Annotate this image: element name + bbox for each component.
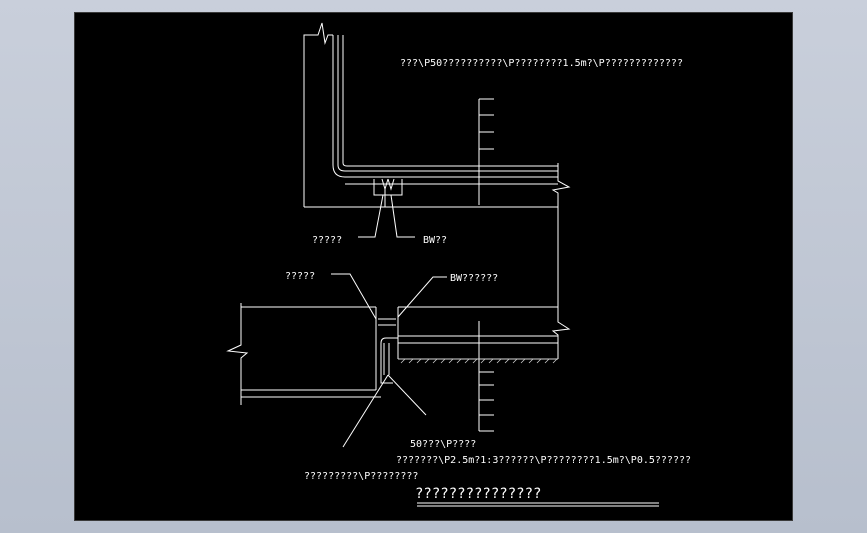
upper-wall-inner-line-2 [337,35,558,172]
lower-joint-pipe [380,337,398,384]
note-long-1-text: ???????\P2.5m?1:3??????\P????????1.5m?\P… [396,455,691,466]
label-left-upper: ????? [312,235,342,246]
lower-waterstop [378,318,396,326]
lower-slab-end-break [551,207,571,359]
cad-drawing-sheet[interactable]: ???\P50??????????\P????????1.5m?\P??????… [74,12,793,521]
label-left-lower: ????? [285,271,315,282]
top-note-text: ???\P50??????????\P????????1.5m?\P??????… [400,58,683,69]
lower-elevation-ticks [479,371,494,432]
leader-bw-lower [397,276,447,318]
leader-left-upper [358,194,384,238]
note-50-text: 50???\P???? [410,439,476,450]
note-long-2-text: ?????????\P???????? [304,471,418,482]
lower-slab-hatch [398,358,558,364]
title-underline [417,502,659,507]
leader-left-lower [331,273,377,320]
label-bw-lower: BW?????? [450,273,498,284]
upper-wall-left-line [303,22,333,207]
leader-bw-upper [390,194,415,238]
upper-slab-end-break [551,163,571,207]
upper-wall-inner-line-3 [342,35,558,167]
upper-waterstop [373,179,403,196]
upper-wall-inner-line-1 [332,35,558,178]
drawing-title: ??????????????? [415,486,541,502]
detail-drawing: ???\P50??????????\P????????1.5m?\P??????… [226,22,691,507]
lower-slab-left-break [226,303,249,405]
upper-elevation-ticks [479,98,494,167]
leader-note-long [387,374,427,416]
leader-note-50 [342,374,389,448]
label-bw-upper: BW?? [423,235,447,246]
